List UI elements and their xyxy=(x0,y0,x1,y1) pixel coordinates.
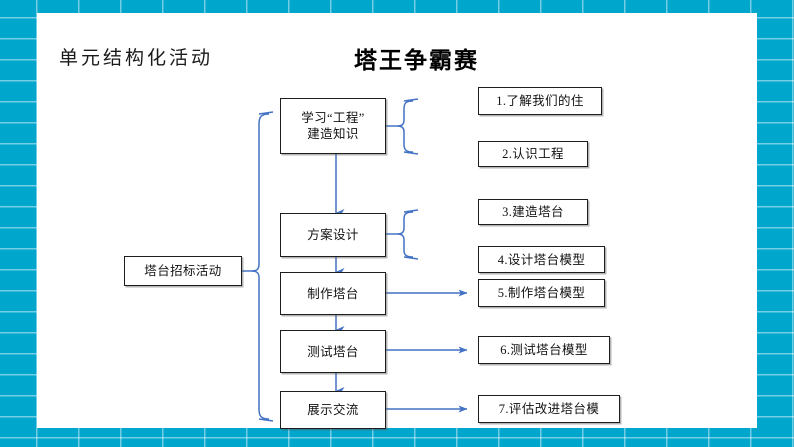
slide-subtitle: 单元结构化活动 xyxy=(59,48,214,69)
stage-box-1[interactable]: 学习“工程” 建造知识 xyxy=(280,98,386,154)
brace-stage2 xyxy=(385,209,419,260)
lesson-box-5[interactable]: 5.制作塔台模型 xyxy=(478,279,605,307)
brace-stage1 xyxy=(385,98,419,155)
slide-canvas: 单元结构化活动 塔王争霸赛 xyxy=(37,13,757,429)
left-bracket xyxy=(242,111,274,422)
lesson-box-6[interactable]: 6.测试塔台模型 xyxy=(478,336,610,364)
stage-box-2[interactable]: 方案设计 xyxy=(280,213,386,257)
slide-title: 塔王争霸赛 xyxy=(354,48,479,73)
stage-box-3[interactable]: 制作塔台 xyxy=(280,272,386,315)
lesson-box-3[interactable]: 3.建造塔台 xyxy=(478,199,588,225)
lesson-box-4[interactable]: 4.设计塔台模型 xyxy=(478,246,605,273)
anchor-box[interactable]: 塔台招标活动 xyxy=(124,256,242,286)
stage-box-5[interactable]: 展示交流 xyxy=(280,391,386,429)
lesson-box-2[interactable]: 2.认识工程 xyxy=(478,141,588,167)
lesson-box-7[interactable]: 7.评估改进塔台模 xyxy=(478,395,620,423)
lesson-box-1[interactable]: 1.了解我们的住 xyxy=(478,87,602,115)
connector-layer xyxy=(242,98,468,422)
stage-box-4[interactable]: 测试塔台 xyxy=(280,330,386,373)
stage-lesson-arrows xyxy=(385,289,468,413)
